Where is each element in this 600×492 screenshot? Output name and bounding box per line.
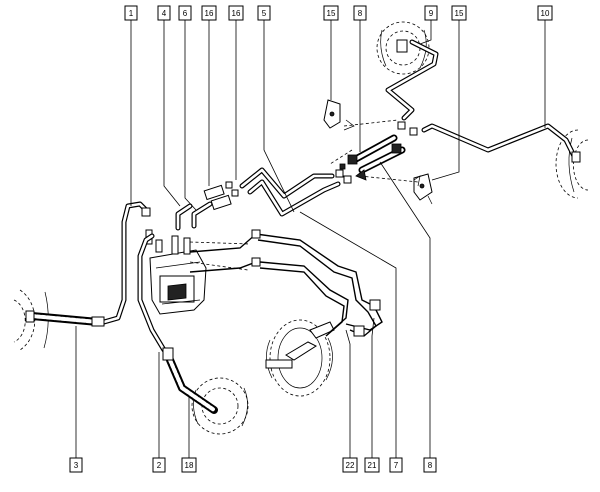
wheel-bottom bbox=[191, 377, 249, 435]
callout-21-text: 21 bbox=[368, 461, 377, 470]
callout-5: 5 bbox=[257, 5, 271, 21]
callout-16-second: 16 bbox=[228, 5, 244, 21]
callout-15-second-text: 15 bbox=[455, 9, 464, 18]
callout-16-first: 16 bbox=[201, 5, 217, 21]
callout-1: 1 bbox=[124, 5, 138, 21]
callout-5-text: 5 bbox=[262, 9, 267, 18]
callout-8-bottom: 8 bbox=[423, 457, 437, 473]
callout-16-second-text: 16 bbox=[232, 9, 241, 18]
callout-7: 7 bbox=[389, 457, 403, 473]
callout-22: 22 bbox=[342, 457, 358, 473]
callout-9-text: 9 bbox=[429, 9, 434, 18]
brake-modulator bbox=[145, 229, 207, 315]
callout-3: 3 bbox=[69, 457, 83, 473]
callout-22-text: 22 bbox=[346, 461, 355, 470]
callout-15-first-text: 15 bbox=[327, 9, 336, 18]
bracket-lower bbox=[413, 173, 433, 205]
callout-4: 4 bbox=[157, 5, 171, 21]
bracket-upper bbox=[323, 99, 341, 129]
callout-8-bottom-text: 8 bbox=[428, 461, 433, 470]
callout-8-top: 8 bbox=[353, 5, 367, 21]
callout-15-second: 15 bbox=[451, 5, 467, 21]
callout-3-text: 3 bbox=[74, 461, 79, 470]
wheel-right bbox=[555, 129, 589, 199]
callout-9: 9 bbox=[424, 5, 438, 21]
callout-18: 18 bbox=[181, 457, 197, 473]
callout-2-text: 2 bbox=[157, 461, 162, 470]
callout-21: 21 bbox=[364, 457, 380, 473]
callout-7-text: 7 bbox=[394, 461, 399, 470]
callout-10-text: 10 bbox=[541, 9, 550, 18]
callout-4-text: 4 bbox=[162, 9, 167, 18]
callout-10: 10 bbox=[537, 5, 553, 21]
callout-2: 2 bbox=[152, 457, 166, 473]
callout-15-first: 15 bbox=[323, 5, 339, 21]
callout-18-text: 18 bbox=[185, 461, 194, 470]
callout-8-top-text: 8 bbox=[358, 9, 363, 18]
callout-1-text: 1 bbox=[129, 9, 134, 18]
brake-servo bbox=[265, 319, 335, 397]
callout-6: 6 bbox=[178, 5, 192, 21]
callout-6-text: 6 bbox=[183, 9, 188, 18]
callout-16-first-text: 16 bbox=[205, 9, 214, 18]
